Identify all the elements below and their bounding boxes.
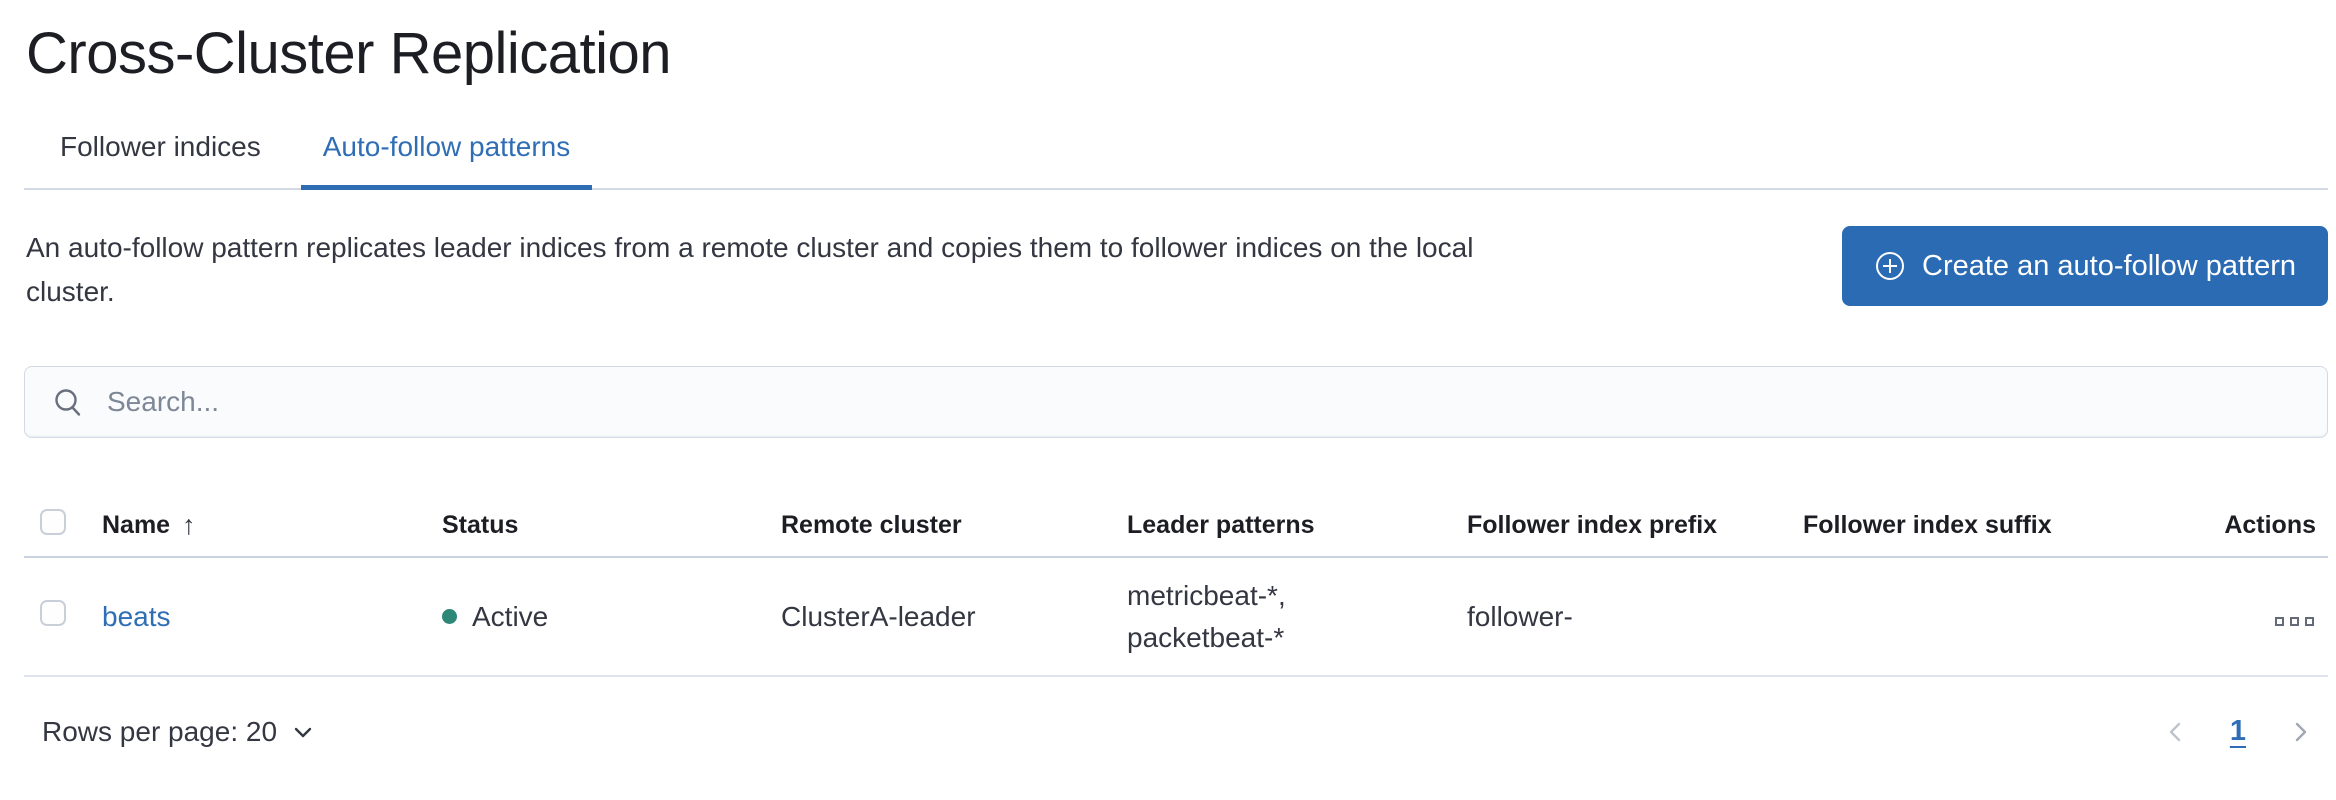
boxes-horizontal-icon (2275, 616, 2284, 626)
header-checkbox-cell (40, 508, 102, 542)
pagination: 1 (2162, 715, 2314, 748)
cell-remote-cluster: ClusterA-leader (781, 600, 976, 632)
page-number-1[interactable]: 1 (2229, 715, 2246, 747)
column-header-follower-index-prefix: Follower index prefix (1467, 510, 1718, 539)
column-header-leader-patterns: Leader patterns (1127, 511, 1315, 539)
rows-per-page-button[interactable]: Rows per page: 20 (42, 716, 315, 748)
tab-bar: Follower indices Auto-follow patterns (24, 117, 2328, 190)
chevron-down-icon (291, 720, 315, 744)
sort-up-arrow-icon: ↑ (182, 509, 196, 540)
next-page-button[interactable] (2286, 718, 2314, 746)
row-checkbox-cell (40, 600, 102, 633)
create-button-label: Create an auto-follow pattern (1922, 249, 2296, 282)
cell-status: Active (442, 601, 781, 633)
tab-auto-follow-patterns[interactable]: Auto-follow patterns (300, 117, 593, 190)
cell-follower-index-prefix: follower- (1467, 600, 1573, 632)
page-title: Cross-Cluster Replication (26, 21, 672, 86)
column-header-follower-index-suffix: Follower index suffix (1803, 510, 2052, 539)
rows-per-page-label: Rows per page: 20 (42, 715, 278, 747)
status-label: Active (472, 600, 549, 632)
column-header-actions: Actions (2224, 510, 2316, 539)
table-row: beats Active ClusterA-leader metricbeat-… (24, 558, 2328, 677)
column-header-remote-cluster: Remote cluster (781, 510, 962, 539)
column-header-status: Status (442, 510, 519, 539)
description-text: An auto-follow pattern replicates leader… (26, 232, 1474, 307)
boxes-horizontal-icon (2305, 616, 2314, 626)
description-row: An auto-follow pattern replicates leader… (24, 226, 2328, 314)
tab-follower-indices[interactable]: Follower indices (60, 131, 261, 162)
status-active-dot-icon (442, 609, 457, 624)
search-bar (24, 366, 2328, 438)
boxes-horizontal-icon (2290, 616, 2299, 626)
search-icon (51, 386, 85, 425)
cross-cluster-replication-page: Cross-Cluster Replication Follower indic… (24, 21, 2328, 748)
plus-in-circle-icon (1874, 250, 1906, 282)
create-auto-follow-pattern-button[interactable]: Create an auto-follow pattern (1842, 226, 2328, 306)
row-checkbox[interactable] (40, 600, 66, 626)
table-footer: Rows per page: 20 1 (24, 677, 2328, 748)
previous-page-button[interactable] (2162, 718, 2190, 746)
cell-leader-patterns: metricbeat-*, packetbeat-* (1127, 579, 1286, 653)
pattern-name-link[interactable]: beats (102, 600, 171, 632)
select-all-checkbox[interactable] (40, 508, 66, 535)
row-actions-button[interactable] (2273, 611, 2316, 632)
search-input[interactable] (25, 367, 2327, 437)
auto-follow-patterns-table: Name ↑ Status Remote cluster Leader patt… (24, 494, 2328, 677)
column-header-name[interactable]: Name ↑ (102, 509, 196, 540)
cell-actions (2143, 601, 2328, 633)
cell-name: beats (102, 601, 442, 633)
table-header-row: Name ↑ Status Remote cluster Leader patt… (24, 494, 2328, 558)
